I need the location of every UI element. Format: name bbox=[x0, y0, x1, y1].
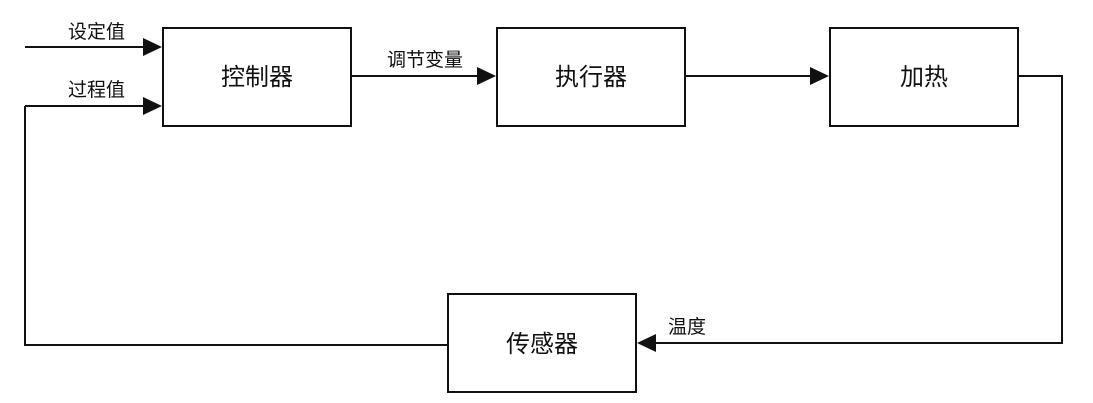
actuator-box bbox=[496, 27, 686, 127]
manipulated-variable-arrow-icon bbox=[477, 67, 496, 85]
process-value-arrow-icon bbox=[143, 97, 162, 115]
sensor-feedback-line bbox=[24, 106, 448, 346]
heating-box bbox=[829, 27, 1019, 127]
heating-label: 加热 bbox=[900, 63, 948, 91]
controller-label: 控制器 bbox=[221, 63, 293, 91]
process-value-label: 过程值 bbox=[68, 79, 125, 101]
process-value-signal: 过程值 bbox=[25, 79, 162, 115]
manipulated-variable-label: 调节变量 bbox=[387, 49, 463, 71]
manipulated-variable-signal: 调节变量 bbox=[351, 49, 496, 85]
actuator-label: 执行器 bbox=[555, 63, 627, 91]
controller-box bbox=[162, 27, 352, 127]
actuator-to-heating-connector bbox=[685, 67, 829, 85]
sensor-block: 传感器 bbox=[447, 293, 637, 393]
heating-block: 加热 bbox=[829, 27, 1019, 127]
temperature-label: 温度 bbox=[668, 316, 706, 338]
controller-block: 控制器 bbox=[162, 27, 352, 127]
sensor-box bbox=[447, 293, 637, 393]
temperature-line bbox=[652, 75, 1063, 344]
actuator-block: 执行器 bbox=[496, 27, 686, 127]
temperature-signal: 温度 bbox=[637, 75, 1063, 352]
setpoint-arrow-icon bbox=[143, 38, 162, 56]
actuator-to-heating-arrow-icon bbox=[810, 67, 829, 85]
sensor-feedback-connector bbox=[24, 106, 448, 346]
setpoint-label: 设定值 bbox=[68, 21, 125, 43]
sensor-label: 传感器 bbox=[506, 330, 578, 358]
temperature-arrow-icon bbox=[637, 334, 656, 352]
setpoint-signal: 设定值 bbox=[25, 21, 162, 56]
